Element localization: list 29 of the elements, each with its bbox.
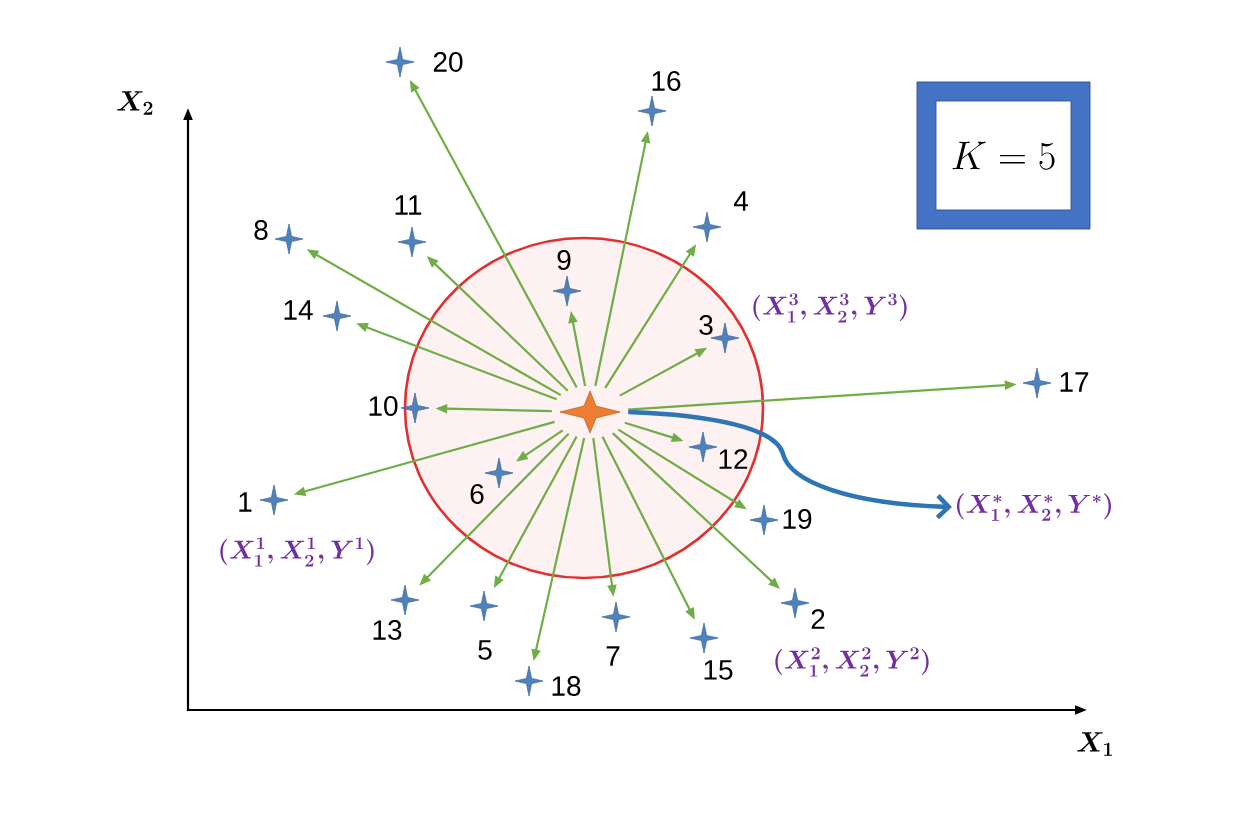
point-number: 3 bbox=[699, 315, 713, 335]
coordinate-label: $\boldsymbol{(X_1^1, X_2^1, Y^1)}$ bbox=[220, 537, 374, 567]
coordinate-label: $\boldsymbol{(X_1^3, X_2^3, Y^3)}$ bbox=[753, 293, 907, 323]
framed-box: $K = 5$ bbox=[916, 81, 1091, 230]
point-number: 6 bbox=[470, 484, 484, 504]
point-number: 7 bbox=[606, 646, 620, 666]
point-number: 15 bbox=[704, 660, 733, 680]
point-number: 13 bbox=[373, 620, 402, 640]
coordinate-label: $\boldsymbol{(X_1^*, X_2^*, Y^*)}$ bbox=[956, 493, 1111, 521]
point-number: 5 bbox=[478, 640, 492, 660]
point-number: 20 bbox=[433, 52, 463, 72]
point-number: 1 bbox=[239, 492, 252, 512]
point-number: 9 bbox=[557, 250, 571, 270]
center-star bbox=[559, 390, 621, 434]
axis-label: $\boldsymbol{X_2}$ bbox=[117, 91, 153, 115]
point-number: 11 bbox=[395, 195, 422, 215]
curved-arrow bbox=[628, 409, 952, 520]
point-number: 17 bbox=[1060, 372, 1089, 392]
point-number: 19 bbox=[783, 509, 812, 529]
point-number: 14 bbox=[284, 300, 313, 320]
point-number: 4 bbox=[733, 191, 748, 211]
point-number: 10 bbox=[369, 396, 398, 416]
axis-label: $\boldsymbol{X_1}$ bbox=[1077, 732, 1112, 756]
point-number: 8 bbox=[254, 220, 268, 240]
coordinate-label: $\boldsymbol{(X_1^2, X_2^2, Y^2)}$ bbox=[775, 647, 929, 677]
point-number: 18 bbox=[552, 676, 581, 696]
point-number: 12 bbox=[719, 449, 748, 469]
point-number: 2 bbox=[811, 609, 825, 629]
point-number: 16 bbox=[652, 71, 681, 91]
